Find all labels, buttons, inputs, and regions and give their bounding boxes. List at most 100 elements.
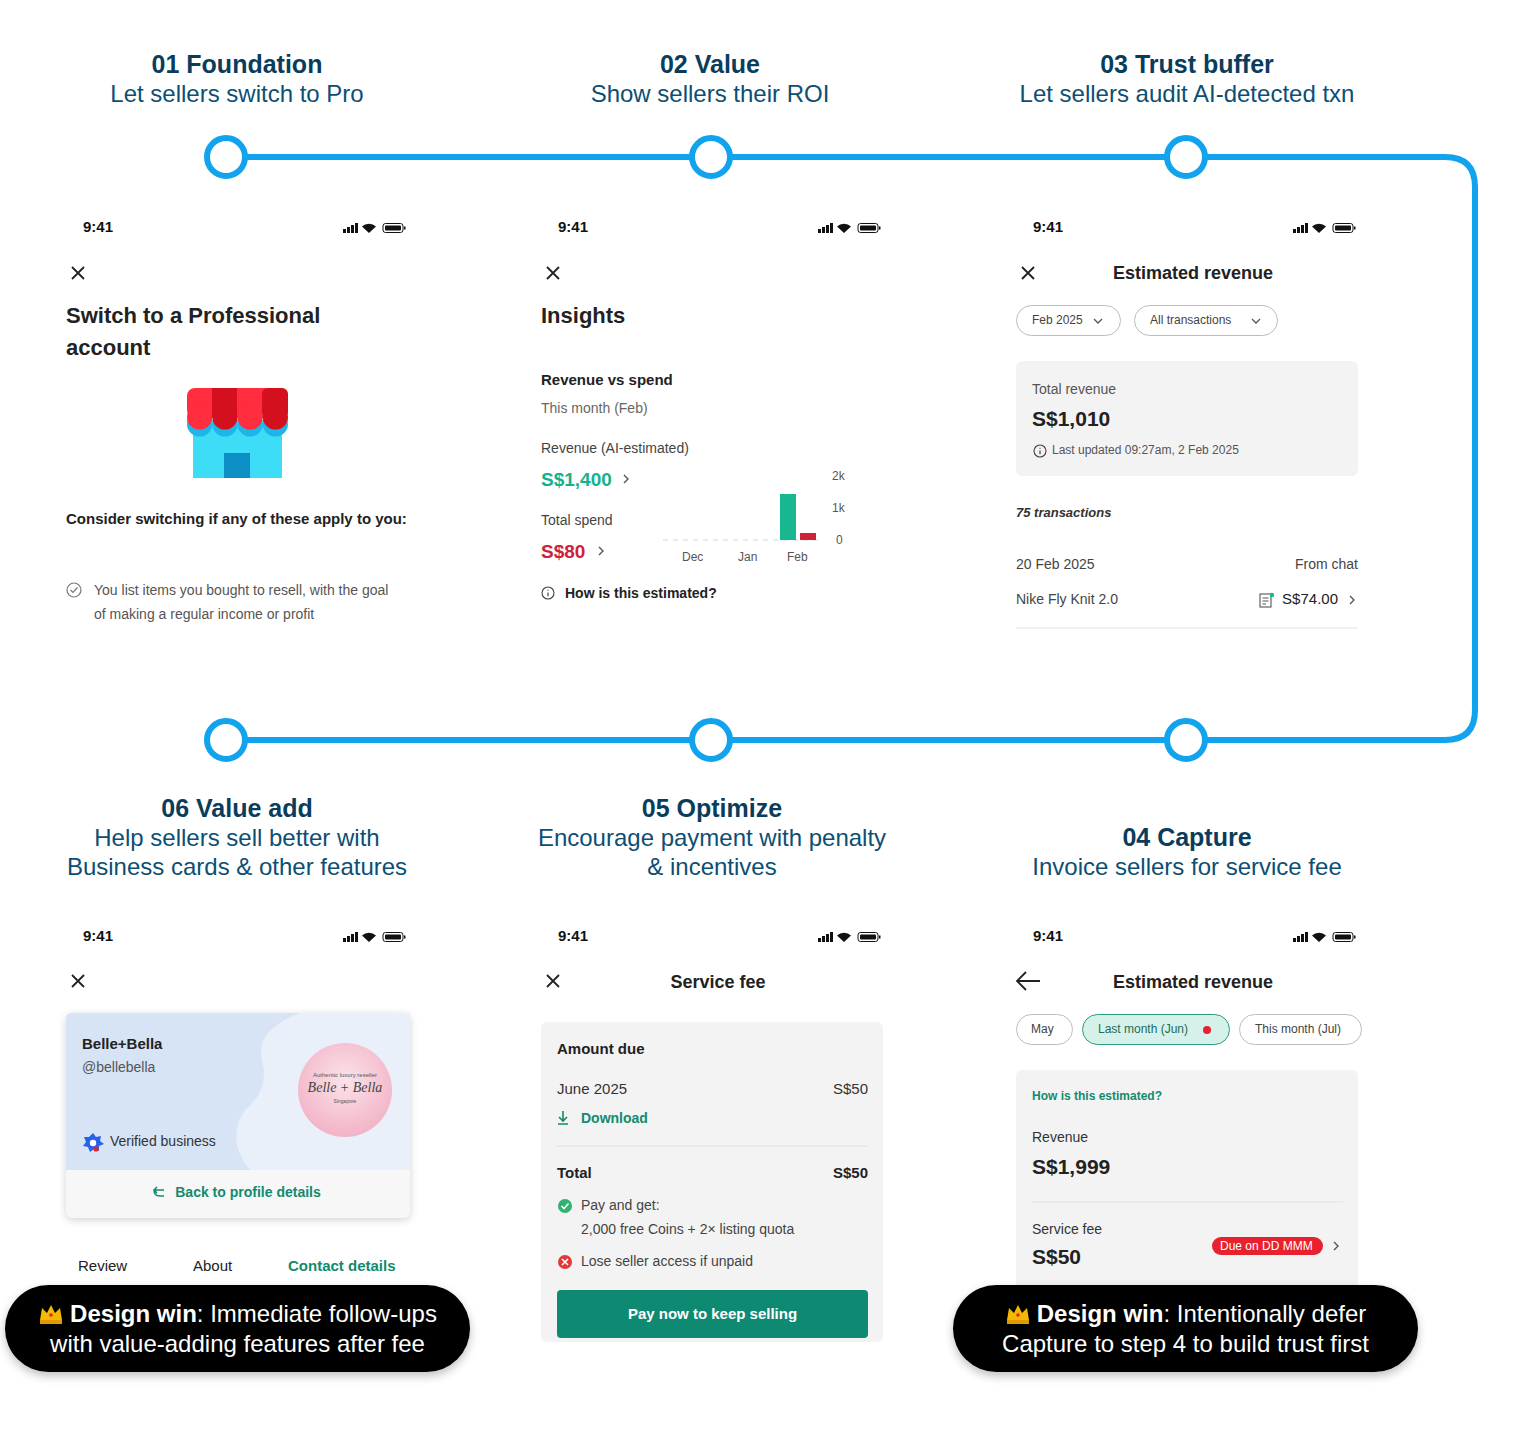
label-text: From chat (1295, 556, 1358, 574)
business-card-art (90, 1140, 96, 1146)
axis-label: Jan (738, 550, 757, 565)
label-text: You list items you bought to resell, wit… (94, 578, 394, 626)
revenue-card: How is this estimated?RevenueS$1,999Serv… (1016, 1070, 1358, 1295)
pay-button: Pay now to keep selling (557, 1290, 868, 1338)
label-text: Verified business (110, 1133, 216, 1151)
callout-pill: Design win: Intentionally defer Capture … (953, 1285, 1418, 1372)
label-text: Pay and get: (581, 1197, 660, 1215)
label-text: Last month (Jun) (1098, 1022, 1188, 1037)
axis-label: 1k (832, 501, 845, 516)
milestone-dot (207, 721, 245, 759)
label-text: Service fee (1032, 1221, 1102, 1239)
business-card-art (83, 1133, 104, 1152)
timeline-connector (437, 737, 512, 743)
label-text: S$50 (1032, 1244, 1081, 1270)
timeline (226, 157, 1387, 740)
back-arrow (1017, 972, 1040, 990)
label-text: Show sellers their ROI (520, 79, 900, 108)
label-text: 9:41 (83, 927, 113, 946)
close-icon (1022, 267, 1034, 279)
check-icon (67, 583, 81, 597)
label-text: Invoice sellers for service fee (987, 852, 1387, 881)
phone-screen: 9:41Service feeAmount dueJune 2025S$50Do… (525, 915, 895, 1355)
label-text: 9:41 (558, 218, 588, 237)
filter-pill: All transactions (1134, 305, 1278, 336)
label-text: 9:41 (1033, 218, 1063, 237)
label-text: 03 Trust buffer (987, 49, 1387, 79)
label-text: Consider switching if any of these apply… (66, 507, 411, 531)
callout-pill: Design win: Immediate follow-ups with va… (5, 1285, 470, 1372)
milestone-dot (692, 721, 730, 759)
status-dot (1203, 1026, 1211, 1034)
label-text: 9:41 (83, 218, 113, 237)
label-text: Belle + Bella (297, 1079, 393, 1097)
status-bar-icons (343, 932, 406, 942)
label-text: Contact details (288, 1257, 396, 1276)
label-text: Revenue (1032, 1129, 1088, 1147)
label-text: This month (Jul) (1255, 1022, 1341, 1037)
axis-label: Dec (682, 550, 703, 565)
label-text: S$50 (833, 1080, 868, 1099)
milestone-dot (1167, 138, 1205, 176)
callout-title: Design win (70, 1300, 197, 1327)
business-card-art (66, 1013, 410, 1196)
label-text: About (193, 1257, 232, 1276)
timeline (226, 157, 1387, 740)
label-text: Singapore (297, 1098, 393, 1104)
label-text: 75 transactions (1016, 505, 1111, 521)
axis-label: 2k (832, 469, 845, 484)
label-text: @bellebella (82, 1059, 155, 1077)
invoice-icon (1270, 593, 1274, 597)
label-text: Authentic luxury reseller (297, 1072, 393, 1080)
store-illustration (187, 388, 288, 478)
label-text: Feb 2025 (1032, 313, 1083, 328)
axis-label: 0 (836, 533, 843, 548)
label-text: Revenue vs spend (541, 371, 673, 390)
store-illustration (187, 404, 212, 429)
callout-text: Design win: Immediate follow-ups with va… (25, 1299, 450, 1359)
label-text: 04 Capture (987, 822, 1387, 852)
label-text: This month (Feb) (541, 400, 648, 418)
label-text: S$50 (833, 1164, 868, 1183)
label-text: S$74.00 (1282, 590, 1338, 609)
label-text: 05 Optimize (512, 793, 912, 823)
label-text: Encourage payment with penalty & incenti… (532, 823, 892, 881)
info-icon (542, 445, 1046, 599)
business-card-art (93, 1146, 98, 1151)
label-text: Let sellers audit AI-detected txn (987, 79, 1387, 108)
callout-text: Design win: Intentionally defer Capture … (973, 1299, 1398, 1359)
invoice-card: Amount dueJune 2025S$50DownloadTotalS$50… (541, 1022, 883, 1342)
crown-icon (1005, 1303, 1031, 1325)
store-illustration (263, 404, 288, 429)
status-bar-icons (1293, 223, 1356, 233)
label-text: 02 Value (520, 49, 900, 79)
label-text: Estimated revenue (1093, 262, 1293, 285)
label-text: 06 Value add (37, 793, 437, 823)
label-text: How is this estimated? (565, 585, 717, 603)
label-text: Help sellers sell better with Business c… (57, 823, 417, 881)
status-bar-icons (1293, 932, 1356, 942)
label-text: Download (581, 1110, 648, 1128)
due-badge: Due on DD MMM (1212, 1237, 1323, 1255)
close-icon (547, 267, 559, 279)
label-text: Pay now to keep selling (557, 1290, 868, 1338)
label-text: S$1,999 (1032, 1154, 1110, 1180)
crown-icon (38, 1303, 64, 1325)
label-text: Lose seller access if unpaid (581, 1253, 753, 1271)
close-icon (72, 975, 84, 987)
chevron-icon (1350, 596, 1354, 604)
label-text: 2,000 free Coins + 2× listing quota (581, 1221, 794, 1239)
month-pill: This month (Jul) (1239, 1014, 1362, 1045)
label-text: Service fee (618, 971, 818, 994)
label-text: S$80 (541, 540, 585, 564)
status-bar-icons (343, 223, 406, 233)
label-text: All transactions (1150, 313, 1231, 328)
chevron-icon (599, 547, 603, 555)
axis-label: Feb (787, 550, 808, 565)
business-card-art (66, 1013, 410, 1170)
label-text: June 2025 (557, 1080, 627, 1099)
bar-chart (780, 494, 796, 540)
label-text: Amount due (557, 1040, 645, 1059)
label-text: 01 Foundation (47, 49, 427, 79)
